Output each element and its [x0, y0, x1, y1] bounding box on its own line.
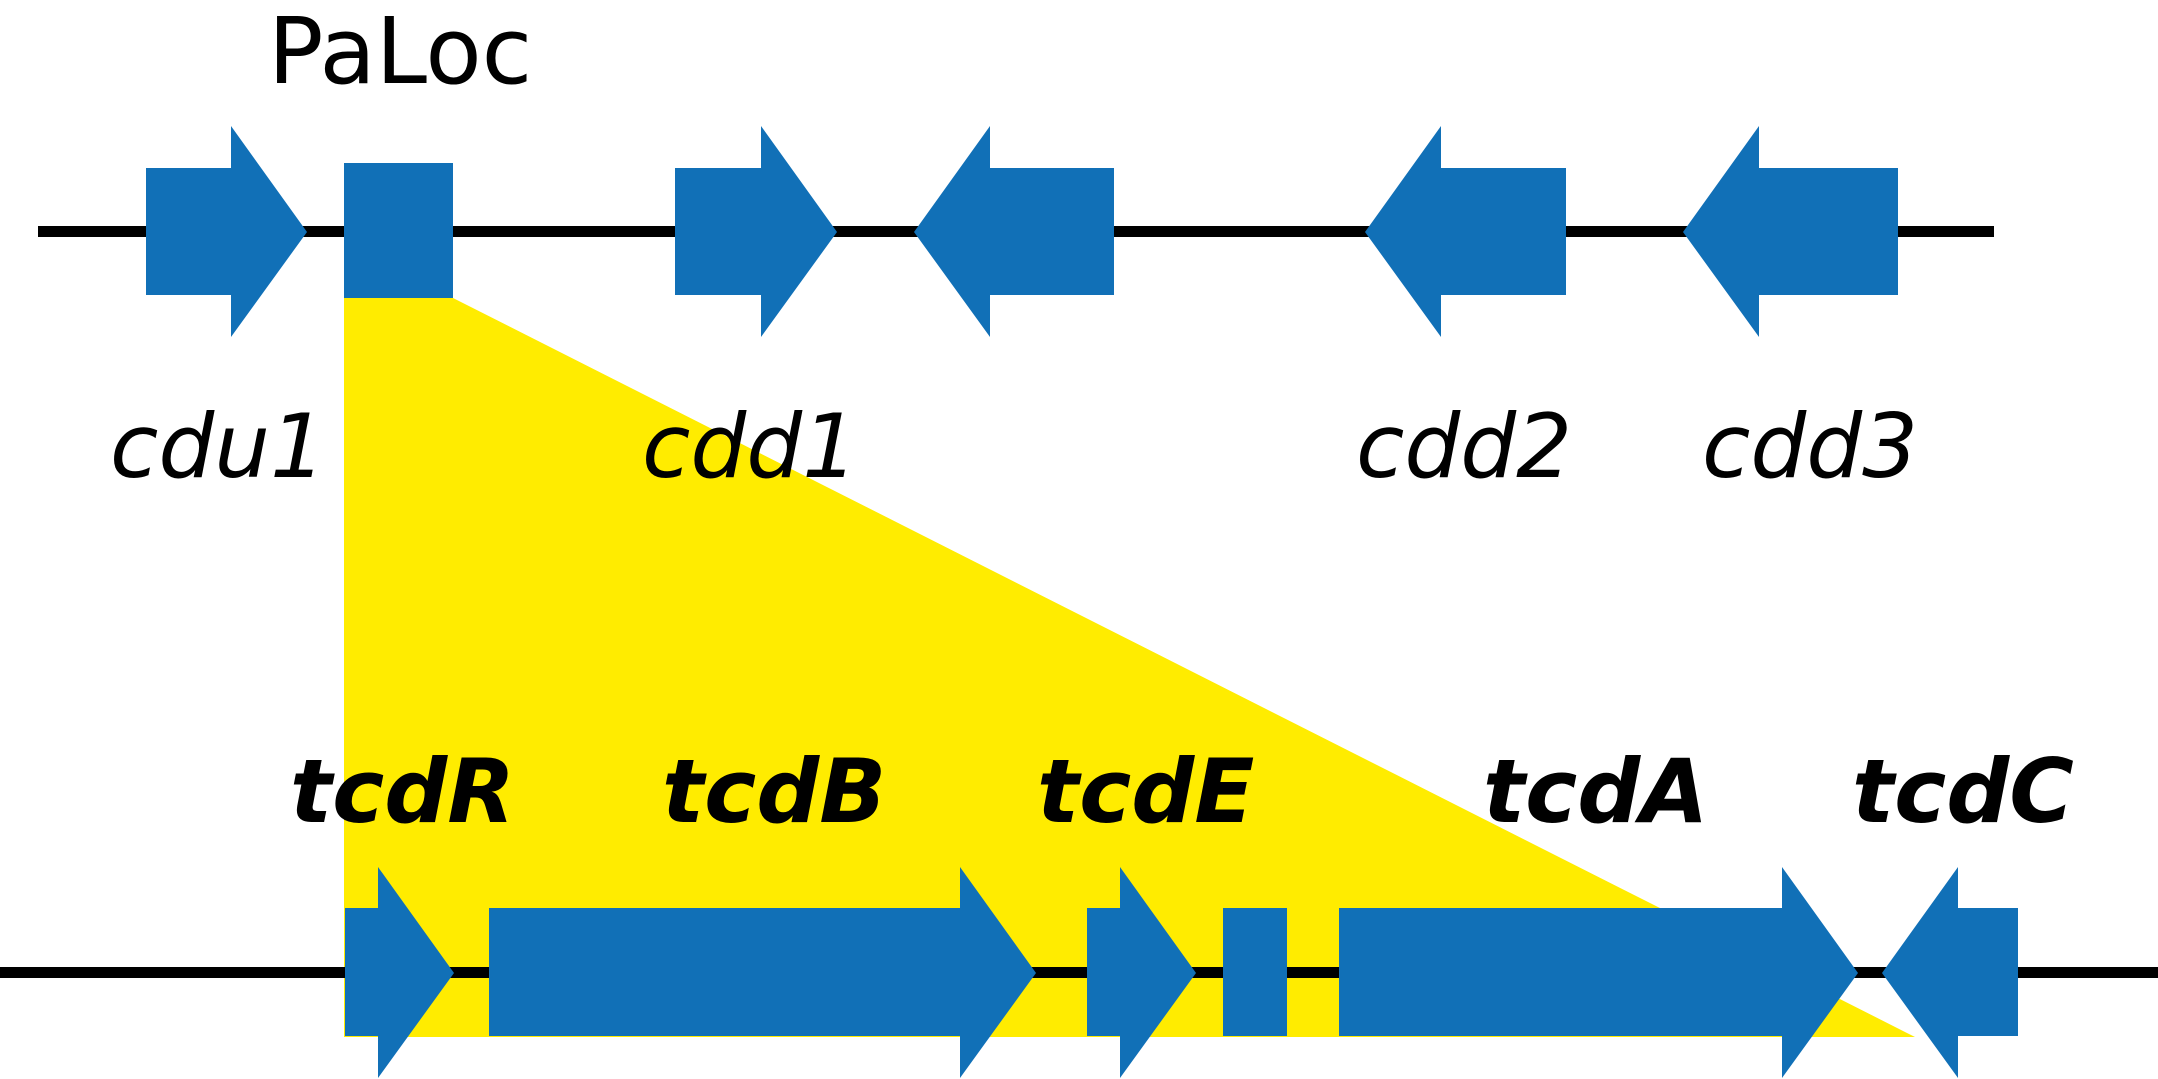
- gene-cdu1-arrow: [146, 126, 307, 337]
- paloc-block: [344, 163, 453, 298]
- gene-tcdE-arrow: [1087, 867, 1196, 1078]
- label-tcdB: tcdB: [662, 740, 886, 843]
- label-tcdR: tcdR: [290, 740, 515, 843]
- gene-tcdC-arrow: [1882, 867, 2018, 1078]
- label-cdd2: cdd2: [1356, 395, 1572, 498]
- gene-arrow-right: [675, 126, 837, 337]
- gene-tcdA-arrow: [1339, 867, 1858, 1078]
- label-tcdA: tcdA: [1483, 740, 1708, 843]
- bottom-chromosome-line: [0, 967, 2158, 978]
- paloc-title: PaLoc: [268, 0, 532, 105]
- label-cdu1: cdu1: [110, 395, 326, 498]
- gene-cdd3-arrow: [1683, 126, 1898, 337]
- gene-tcdR-arrow: [345, 867, 454, 1078]
- paloc-expansion-highlight: [344, 298, 1915, 1037]
- gene-tcdB-arrow: [489, 867, 1036, 1078]
- label-tcdC: tcdC: [1852, 740, 2074, 843]
- gene-cdd2-arrow: [1365, 126, 1566, 337]
- label-cdd3: cdd3: [1702, 395, 1918, 498]
- label-tcdE: tcdE: [1037, 740, 1254, 843]
- gene-small-block: [1223, 908, 1287, 1036]
- gene-arrow-left: [914, 126, 1114, 337]
- label-cdd1: cdd1: [642, 395, 858, 498]
